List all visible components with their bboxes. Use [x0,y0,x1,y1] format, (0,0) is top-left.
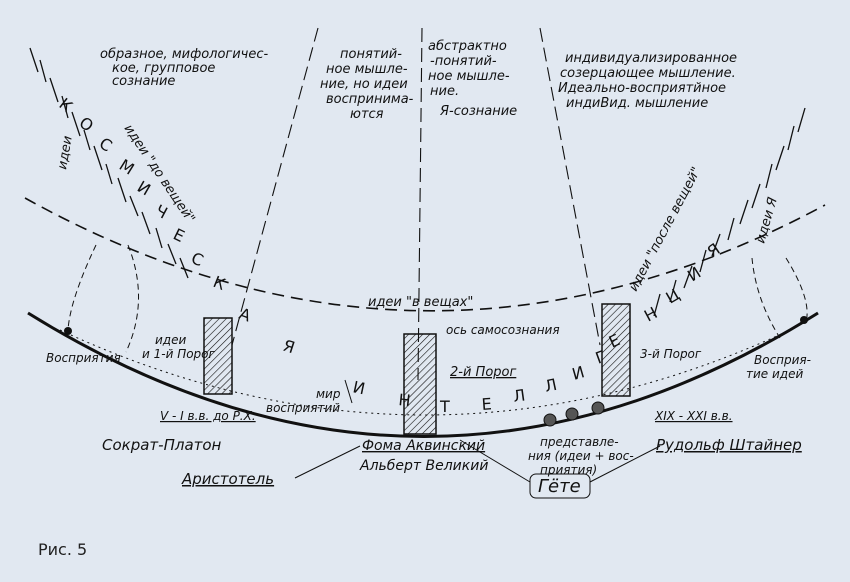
figure-caption: Рис. 5 [38,540,88,559]
label-threshold-1a: идеи [155,333,186,347]
cosmic-letter: И [134,177,154,199]
label-world-perceptions-b: восприятий [266,401,340,415]
header-col4-line1: индивидуализированное [565,51,737,66]
intelligence-letter: Е [481,394,492,414]
intelligence-letter: И [351,377,367,398]
header-col4-line3: Идеально-восприятйное [558,81,726,96]
right-hatched-band [653,107,806,317]
arc-point-right [800,316,808,324]
intelligence-letter: Я [704,239,724,261]
representation-ball-1 [543,413,557,427]
label-representations-2: ния (идеи + вос- [528,449,634,463]
left-hatched-band [29,47,189,279]
intelligence-letter: Н [641,303,661,325]
cosmic-letter: К [56,94,77,116]
cosmic-letter: С [188,248,206,270]
intelligence-letter: Ц [663,285,683,308]
header-col3-line4: ние. [430,84,459,99]
cosmic-letter: А [237,304,254,326]
pillar-center [403,333,437,435]
label-threshold-1b: и 1-й Порог [142,347,216,361]
header-col3-line5: Я-сознание [439,104,517,119]
label-perception: Восприятия [46,351,121,365]
label-perception-ideas-b: тие идей [746,367,803,381]
label-ideas-self: идеи Я [753,196,780,245]
pillar-left [203,317,233,395]
dotted-arc [59,329,791,416]
cosmic-letters: К О С М И Ч Е С К А Я [56,94,298,357]
header-col4-line4: индиВид. мышление [566,96,708,111]
name-goethe: Гёте [538,476,581,497]
label-era-left: V - I в.в. до Р.Х. [160,409,256,423]
cosmic-letter: К [211,272,229,294]
header-col4-line2: созерцающее мышление. [560,66,736,81]
intelligence-letter: Л [543,375,559,396]
intelligence-letter: И [570,362,587,384]
name-socrates-plato: Сократ-Платон [102,436,222,454]
header-col3-line2: -понятий- [430,54,497,69]
goethe-box [529,473,591,499]
name-albertus: Альберт Великий [359,458,488,474]
name-aristotle: Аристотель [181,470,274,488]
label-representations-1: представле- [540,435,619,449]
header-col2-line5: ются [350,107,384,122]
sector-line-3 [539,27,601,346]
main-arc [27,311,819,438]
label-perception-ideas-a: Восприя- [754,353,811,367]
funnel-left [67,244,139,353]
header-col2-line4: воспринима- [326,92,414,107]
name-steiner: Рудольф Штайнер [656,436,802,454]
cosmic-letter: С [96,134,116,156]
label-representations-3: приятия) [540,463,597,477]
intelligence-letter: Т [439,397,450,416]
cosmic-letter: Я [281,336,297,358]
dashed-arc [24,197,826,312]
label-era-right: XIX - XXI в.в. [654,409,733,423]
arc-point-left [64,327,72,335]
header-col3-line1: абстрактно [428,39,507,54]
cosmic-letter: Ч [152,201,171,223]
name-aquinas: Фома Аквинский [362,438,485,454]
label-threshold-2: 2-й Порог [450,365,516,380]
header-col3-line3: ное мышле- [428,69,510,84]
cosmic-letter: М [116,155,138,178]
label-ideas-left: идеи [55,135,76,171]
label-world-perceptions-a: мир [316,387,341,401]
label-self-consciousness-axis: ось самосознания [446,323,560,337]
pillar-right [601,303,631,397]
intelligence-letter: Л [512,385,527,405]
header-col1-line1: образное, мифологичес- [100,47,269,62]
representation-ball-3 [591,401,605,415]
intelligence-letter: Н [398,390,412,410]
header-col1-line3: сознание [112,74,175,89]
label-ideas-in-things: идеи "в вещах" [368,295,473,310]
cosmic-letter: Е [170,225,187,247]
representation-ball-2 [565,407,579,421]
header-col2-line3: ние, но идеи [320,77,408,92]
header-col2-line1: понятий- [340,47,402,62]
sector-line-1 [231,27,319,346]
header-col1-line2: кое, групповое [112,61,215,76]
pointer-arrows [294,379,661,483]
sector-line-2 [417,27,423,381]
label-threshold-3: 3-й Порог [640,347,702,361]
header-col2-line2: ное мышле- [326,62,408,77]
